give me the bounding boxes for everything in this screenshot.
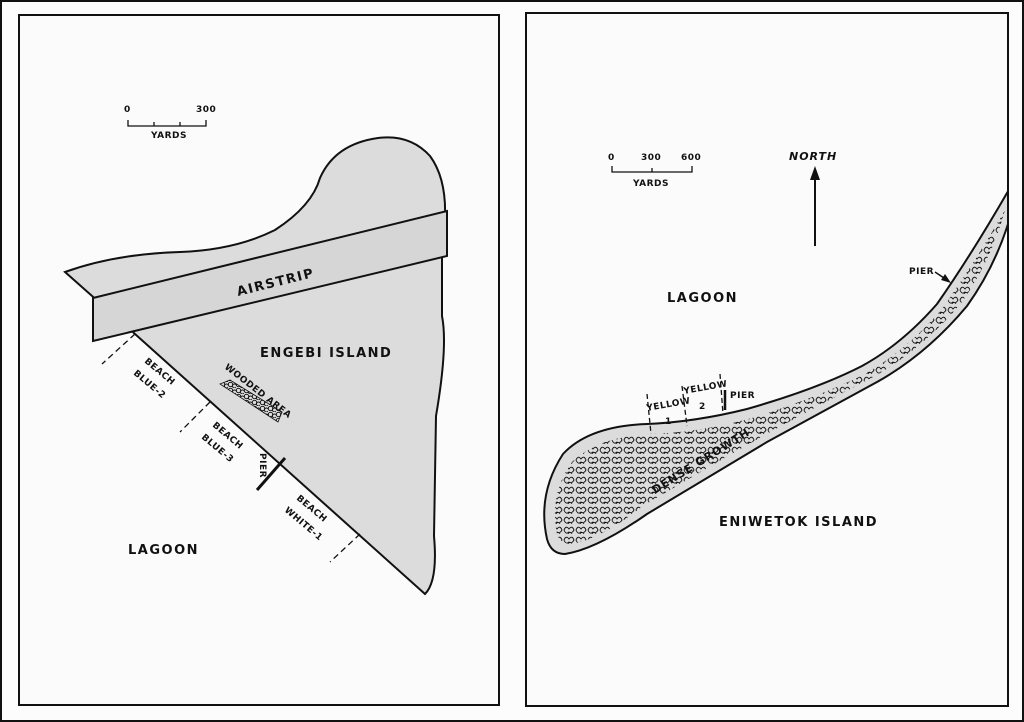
beach-boundaries [101, 333, 361, 563]
engebi-island-shape [63, 136, 447, 596]
island-name: ENGEBI ISLAND [260, 346, 392, 361]
eniwetok-map-panel: 0 300 600 YARDS NORTH LAGOON DENSE GROWT… [525, 12, 1009, 707]
eniwetok-map: 0 300 600 YARDS NORTH LAGOON DENSE GROWT… [543, 150, 1007, 556]
beach-yellow-2: YELLOW 2 [682, 379, 728, 412]
scale-zero: 0 [608, 153, 615, 163]
east-pier: PIER [909, 267, 951, 283]
beach-boundaries [646, 373, 724, 435]
beach-word: YELLOW [645, 396, 691, 414]
scale-bar: 0 300 YARDS [124, 105, 216, 141]
scale-unit: YARDS [150, 131, 187, 141]
east-pier-label: PIER [909, 267, 934, 277]
pier-label: PIER [257, 453, 267, 478]
beach-pier-label: PIER [730, 391, 755, 401]
dense-growth-area [554, 210, 1005, 544]
engebi-map-panel: AIRSTRIP 0 300 YARDS ENGEBI ISLAND WOODE… [18, 14, 500, 706]
island-name: ENIWETOK ISLAND [719, 515, 878, 530]
lagoon-label: LAGOON [128, 543, 199, 558]
north-arrow: NORTH [789, 150, 837, 246]
pier: PIER [255, 453, 287, 491]
scale-max: 600 [681, 153, 701, 163]
airstrip: AIRSTRIP [92, 209, 448, 343]
north-label: NORTH [789, 150, 837, 163]
beach-num: 1 [665, 417, 672, 427]
scale-zero: 0 [124, 105, 131, 115]
lagoon-label: LAGOON [667, 291, 738, 306]
beach-pier: PIER [723, 390, 755, 410]
scale-max: 300 [196, 105, 216, 115]
scale-bar: 0 300 600 YARDS [608, 153, 701, 189]
scale-unit: YARDS [632, 179, 669, 189]
beach-num: 2 [699, 402, 706, 412]
engebi-map: AIRSTRIP 0 300 YARDS ENGEBI ISLAND WOODE… [63, 105, 448, 596]
scale-mid: 300 [641, 153, 661, 163]
